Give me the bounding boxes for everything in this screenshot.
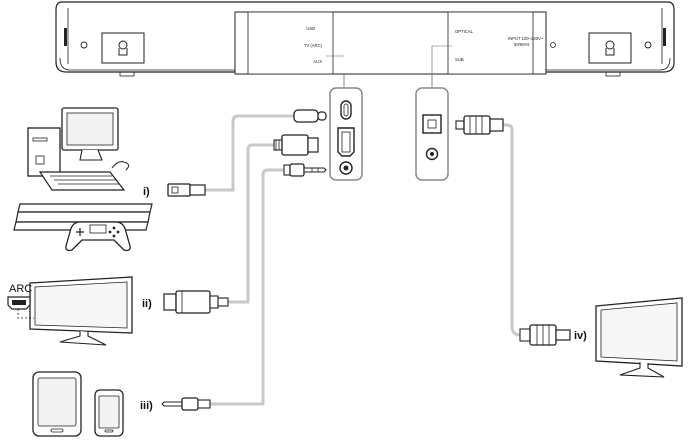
port-callout-right [415, 87, 449, 181]
gamepad-icon [65, 221, 131, 252]
cable-aux [210, 168, 284, 406]
hdmi-arc-port-icon [337, 127, 355, 157]
desktop-computer-icon [27, 107, 130, 191]
usb-c-plug-icon [293, 109, 327, 123]
cable-usb [205, 114, 294, 192]
optical-port-icon [422, 114, 442, 134]
cable-hdmi [228, 143, 274, 304]
power-rating-line2: 50/60Hz [514, 42, 530, 47]
smartphone-icon [94, 389, 124, 437]
tv-arc-icon [7, 276, 133, 346]
hdmi-plug-icon [273, 134, 319, 156]
power-rating-line1: INPUT 100~240V~ [508, 36, 544, 41]
panel-label-aux: AUX [313, 59, 322, 64]
panel-label-tv-arc: TV (ARC) [304, 43, 323, 48]
wall-mount-right [588, 32, 632, 64]
connection-label-i: i) [143, 186, 150, 198]
cable-optical [503, 123, 521, 337]
sub-port-icon [425, 147, 439, 161]
tv-optical-icon [595, 297, 683, 378]
tablet-icon [32, 371, 82, 437]
usb-a-plug-icon [167, 183, 206, 197]
optical-plug-top-icon [455, 115, 504, 135]
aux-port-icon [339, 161, 353, 175]
panel-label-usb: USB [306, 26, 315, 31]
connection-label-iv: iv) [574, 330, 587, 342]
port-callout-left [329, 87, 363, 181]
panel-label-sub: SUB [455, 57, 464, 62]
hdmi-arc-input-icon [7, 296, 31, 310]
aux-plug-icon [283, 163, 327, 177]
hdmi-plug-tv-icon [163, 290, 229, 314]
arc-label: ARC [9, 283, 32, 295]
connection-label-iii: iii) [140, 400, 153, 412]
aux-plug-phone-icon [161, 397, 211, 411]
connection-label-ii: ii) [142, 298, 152, 310]
optical-plug-tv-icon [519, 324, 571, 346]
usb-c-port-icon [340, 100, 352, 120]
wall-mount-left [101, 32, 145, 64]
soundbar-rear: USB TV (ARC) AUX OPTICAL SUB INPUT 100~2… [55, 1, 675, 88]
panel-label-optical: OPTICAL [455, 29, 474, 34]
